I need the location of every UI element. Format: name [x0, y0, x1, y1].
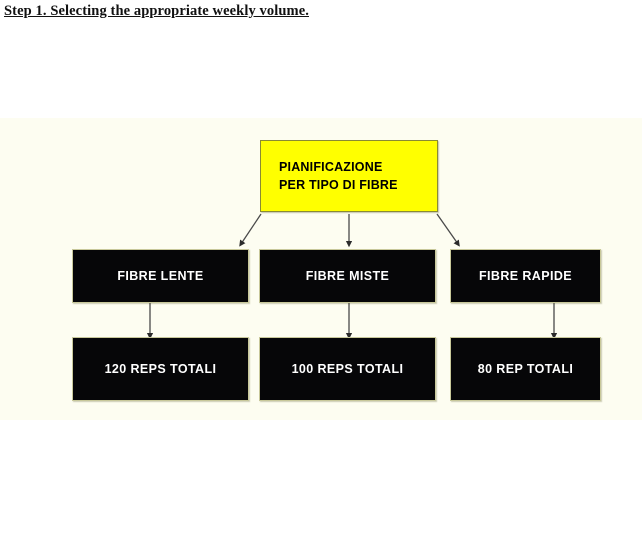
node-fibre-rapide[interactable]: FIBRE RAPIDE	[450, 249, 601, 303]
node-root-planning-label: PIANIFICAZIONE PER TIPO DI FIBRE	[279, 159, 398, 192]
node-volume-80-reps[interactable]: 80 REP TOTALI	[450, 337, 601, 401]
node-fibre-miste[interactable]: FIBRE MISTE	[259, 249, 436, 303]
node-volume-100-reps-label: 100 REPS TOTALI	[291, 362, 404, 376]
node-volume-100-reps[interactable]: 100 REPS TOTALI	[259, 337, 436, 401]
node-fibre-lente[interactable]: FIBRE LENTE	[72, 249, 249, 303]
page-title: Step 1. Selecting the appropriate weekly…	[4, 3, 309, 19]
connector-root-to-fibre-lente	[239, 213, 262, 247]
connector-root-to-fibre-rapide	[436, 213, 460, 247]
node-root-planning[interactable]: PIANIFICAZIONE PER TIPO DI FIBRE	[260, 140, 438, 212]
node-fibre-miste-label: FIBRE MISTE	[305, 269, 390, 283]
node-fibre-lente-label: FIBRE LENTE	[117, 269, 204, 283]
page-root: Step 1. Selecting the appropriate weekly…	[0, 3, 642, 420]
node-volume-80-reps-label: 80 REP TOTALI	[477, 362, 574, 376]
node-volume-120-reps[interactable]: 120 REPS TOTALI	[72, 337, 249, 401]
node-fibre-rapide-label: FIBRE RAPIDE	[478, 269, 572, 283]
flow-diagram: PIANIFICAZIONE PER TIPO DI FIBRE FIBRE L…	[0, 118, 642, 420]
node-volume-120-reps-label: 120 REPS TOTALI	[104, 362, 217, 376]
